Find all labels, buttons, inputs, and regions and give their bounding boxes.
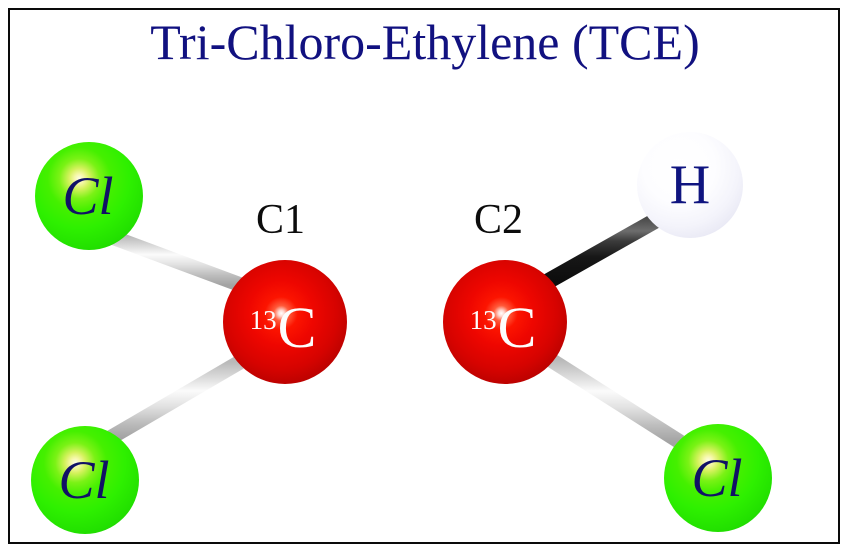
- bond-c2-cl-bottom-right: [546, 353, 685, 449]
- bond-c1-cl-bottom-left: [106, 355, 244, 445]
- bond-c2-hydrogen: [541, 211, 664, 290]
- figure-title: Tri-Chloro-Ethylene (TCE): [150, 14, 700, 70]
- atom-label-hydrogen: H: [669, 154, 711, 216]
- carbon-element-symbol: C: [277, 295, 317, 360]
- atom-label-chlorine: Cl: [691, 448, 743, 508]
- atom-label-chlorine: Cl: [62, 166, 114, 226]
- atom-carbon-2: 13C: [443, 260, 567, 384]
- bond-c1-cl-top-left: [106, 228, 244, 293]
- atom-hydrogen: H: [637, 132, 743, 238]
- carbon-element-symbol: C: [497, 295, 537, 360]
- atom-carbon-1: 13C: [223, 260, 347, 384]
- atom-label-carbon-2: 13C: [443, 260, 567, 384]
- atom-chlorine-top-left: Cl: [35, 142, 143, 250]
- carbon-1-tag: C1: [256, 197, 306, 243]
- atom-label-carbon-1: 13C: [223, 260, 347, 384]
- carbon-2-tag: C2: [474, 197, 524, 243]
- atom-chlorine-bottom-right: Cl: [664, 424, 772, 532]
- atom-label-chlorine: Cl: [58, 450, 110, 510]
- carbon-isotope-number: 13: [469, 305, 497, 335]
- carbon-isotope-number: 13: [249, 305, 277, 335]
- atom-chlorine-bottom-left: Cl: [31, 426, 139, 534]
